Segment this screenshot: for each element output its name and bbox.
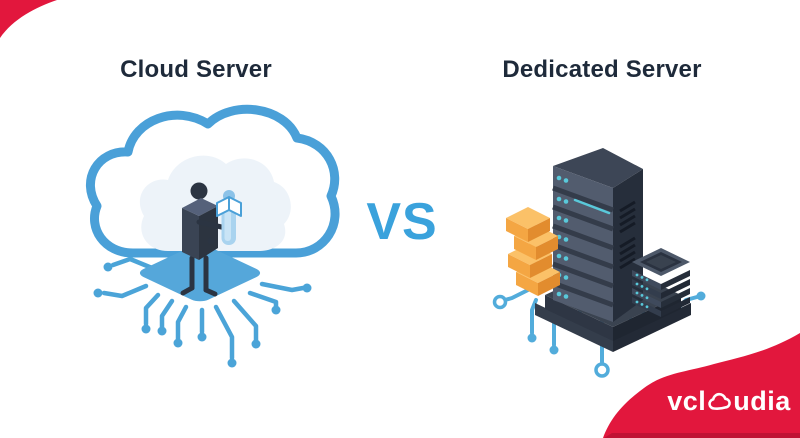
server-vents xyxy=(619,200,636,270)
cloud-server-illustration xyxy=(86,104,340,368)
right-title: Dedicated Server xyxy=(502,56,702,83)
server-led-lights xyxy=(556,175,569,299)
server-status-line xyxy=(573,198,611,215)
user-figure-icon xyxy=(216,190,242,245)
bottom-wave-shadow xyxy=(604,433,800,438)
inner-cloud-icon xyxy=(139,155,291,251)
server-tower-icon xyxy=(552,148,643,322)
admin-figure-icon xyxy=(180,182,229,297)
logo-text-prefix: vcl xyxy=(667,386,707,416)
storage-stack-icon xyxy=(506,207,560,296)
logo-text-suffix: udia xyxy=(733,386,791,416)
cloud-o-icon xyxy=(708,392,731,410)
circuit-nodes xyxy=(93,262,312,368)
rack-led-lights xyxy=(635,273,649,309)
bottom-wave-icon xyxy=(603,333,800,438)
circuit-traces-icon xyxy=(101,256,306,361)
left-title: Cloud Server xyxy=(120,56,272,83)
dedicated-server-illustration xyxy=(492,148,706,378)
server-rack-icon xyxy=(632,248,690,317)
versus-label: VS xyxy=(366,193,438,251)
corner-wave-icon xyxy=(0,0,57,38)
chip-icon xyxy=(139,244,261,302)
